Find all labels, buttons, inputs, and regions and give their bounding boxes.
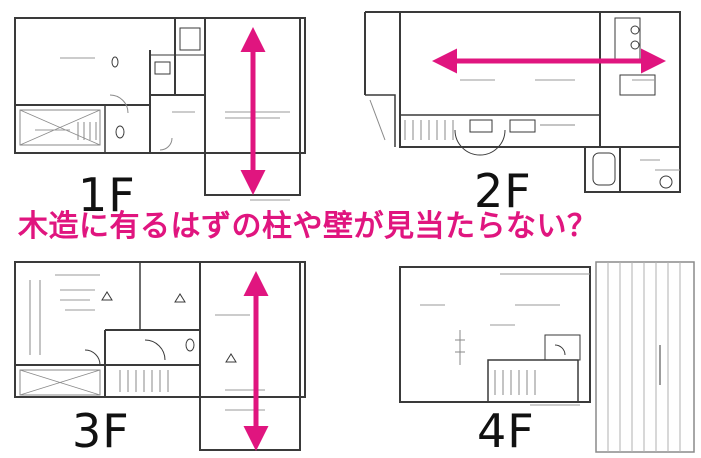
toilet-icon — [115, 125, 125, 139]
floor-plan-1f — [14, 17, 306, 201]
floor-label-3f: 3F — [72, 404, 130, 458]
stairs-icon — [494, 370, 536, 395]
stairs-icon — [77, 122, 97, 140]
stairs-icon — [404, 120, 454, 140]
floor-label-4f: 4F — [477, 404, 535, 458]
floor-label-1f: 1F — [78, 168, 136, 222]
headline-caption: 木造に有るはずの柱や壁が見当たらない？ — [18, 209, 598, 244]
stairs-icon — [119, 370, 169, 392]
floor-plan-2f — [364, 11, 681, 193]
bathtub-icon — [592, 152, 616, 186]
toilet-icon — [185, 338, 195, 352]
floor-plan-3f — [14, 261, 306, 451]
floor-plan-4f — [399, 261, 695, 453]
floor-label-2f: 2F — [474, 164, 532, 218]
